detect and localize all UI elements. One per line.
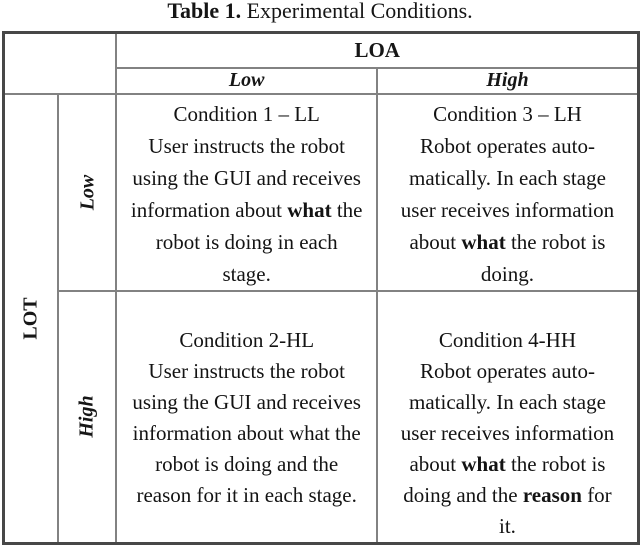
row-group-header-lot: LOT <box>2 92 60 544</box>
corner-empty-cell <box>2 31 118 95</box>
row-header-high: High <box>57 289 118 544</box>
row-header-low-label: Low <box>75 174 98 210</box>
row-group-header-lot-label: LOT <box>19 296 42 340</box>
table-caption: Table 1. Experimental Conditions. <box>0 0 640 25</box>
column-group-header-loa: LOA <box>115 31 640 69</box>
column-header-high: High <box>375 66 640 95</box>
cell-condition-3-lh: Condition 3 – LH Robot operates auto- ma… <box>375 92 640 292</box>
table-caption-number: Table 1. <box>167 0 242 23</box>
cell-condition-1-ll: Condition 1 – LL User instructs the robo… <box>115 92 378 292</box>
row-header-high-label: High <box>75 395 98 438</box>
experimental-conditions-table: LOA Low High LOT Low Condition 1 – LL Us… <box>2 31 640 545</box>
column-header-low: Low <box>115 66 378 95</box>
cell-condition-2-hl: Condition 2-HL User instructs the robot … <box>115 289 378 544</box>
row-header-low: Low <box>57 92 118 292</box>
table-caption-text: Experimental Conditions. <box>241 0 473 23</box>
cell-condition-4-hh: Condition 4-HH Robot operates auto- mati… <box>375 289 640 544</box>
